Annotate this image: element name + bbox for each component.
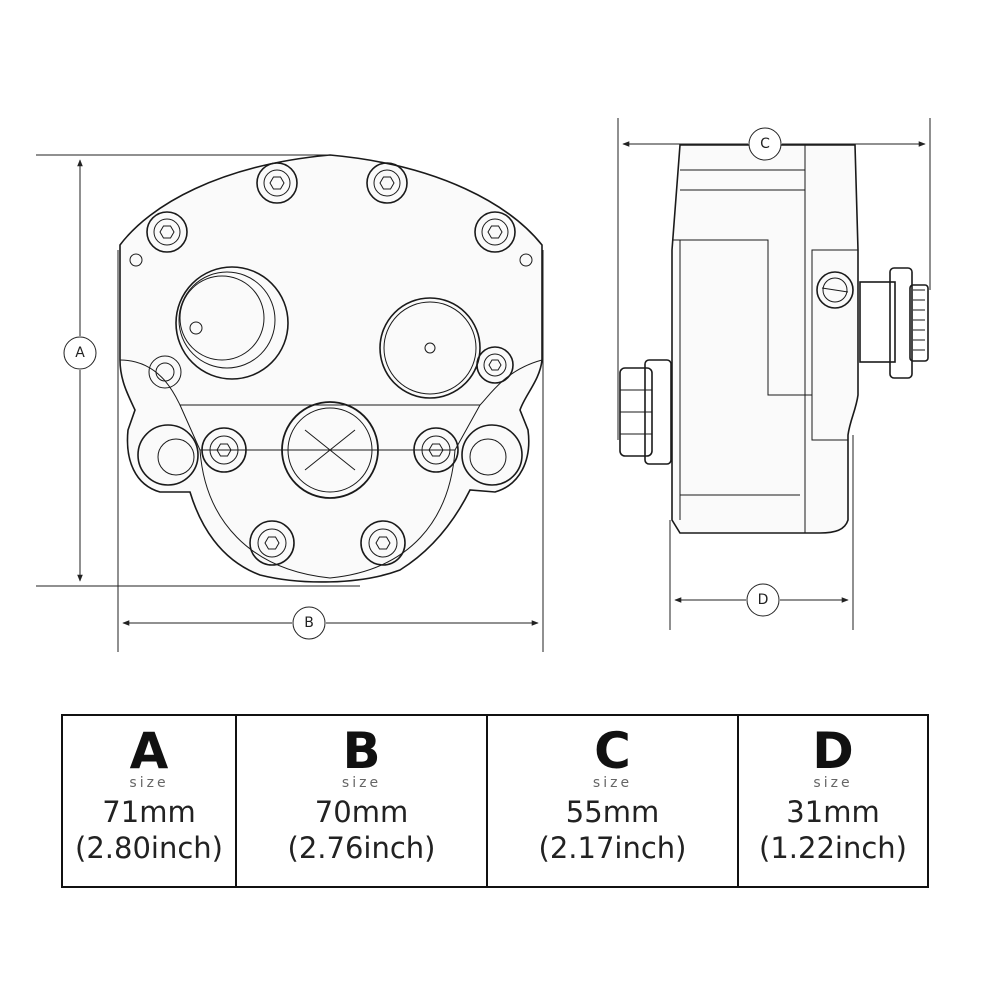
size-mm-value: 71mm bbox=[102, 795, 196, 829]
side-knob bbox=[859, 267, 929, 379]
size-letter: A bbox=[129, 722, 169, 780]
front-view bbox=[119, 154, 543, 583]
svg-text:C: C bbox=[760, 136, 770, 152]
technical-drawing: A B C D bbox=[36, 118, 931, 652]
dimension-lines bbox=[36, 118, 931, 652]
size-letter: D bbox=[812, 722, 854, 780]
size-sub-label: size bbox=[592, 775, 633, 791]
svg-text:D: D bbox=[758, 592, 769, 608]
dimension-label-b: B bbox=[292, 606, 326, 640]
front-cover-line bbox=[119, 359, 543, 406]
size-mm-value: 55mm bbox=[565, 795, 660, 829]
size-letter: B bbox=[342, 722, 381, 780]
size-sub-label: size bbox=[129, 775, 169, 791]
front-right-boss bbox=[379, 297, 481, 399]
dimension-label-c: C bbox=[748, 127, 782, 161]
front-bolts bbox=[129, 162, 533, 566]
side-view bbox=[619, 144, 929, 534]
front-center-cap bbox=[281, 401, 379, 499]
dimension-label-a: A bbox=[63, 336, 97, 370]
size-mm-value: 31mm bbox=[786, 795, 880, 829]
size-inch-value: (2.17inch) bbox=[538, 831, 687, 865]
size-cell-d: D size 31mm (1.22inch) bbox=[739, 716, 927, 886]
size-inch-value: (1.22inch) bbox=[759, 831, 907, 865]
front-adjust-knob bbox=[175, 266, 289, 380]
size-letter: C bbox=[594, 722, 631, 780]
side-nut bbox=[619, 359, 672, 465]
size-cell-c: C size 55mm (2.17inch) bbox=[488, 716, 739, 886]
side-screw bbox=[816, 271, 854, 309]
front-mount-holes bbox=[137, 424, 523, 486]
svg-text:A: A bbox=[75, 345, 85, 361]
size-inch-value: (2.80inch) bbox=[75, 831, 223, 865]
dimension-label-d: D bbox=[746, 583, 780, 617]
size-mm-value: 70mm bbox=[314, 795, 409, 829]
size-cell-a: A size 71mm (2.80inch) bbox=[63, 716, 237, 886]
size-sub-label: size bbox=[341, 775, 382, 791]
side-housing-outline bbox=[671, 144, 859, 534]
front-housing-outline bbox=[119, 154, 543, 583]
size-sub-label: size bbox=[813, 775, 853, 791]
size-inch-value: (2.76inch) bbox=[287, 831, 436, 865]
size-cell-b: B size 70mm (2.76inch) bbox=[237, 716, 488, 886]
size-table: A size 71mm (2.80inch) B size 70mm (2.76… bbox=[61, 714, 929, 888]
svg-text:B: B bbox=[304, 615, 314, 631]
